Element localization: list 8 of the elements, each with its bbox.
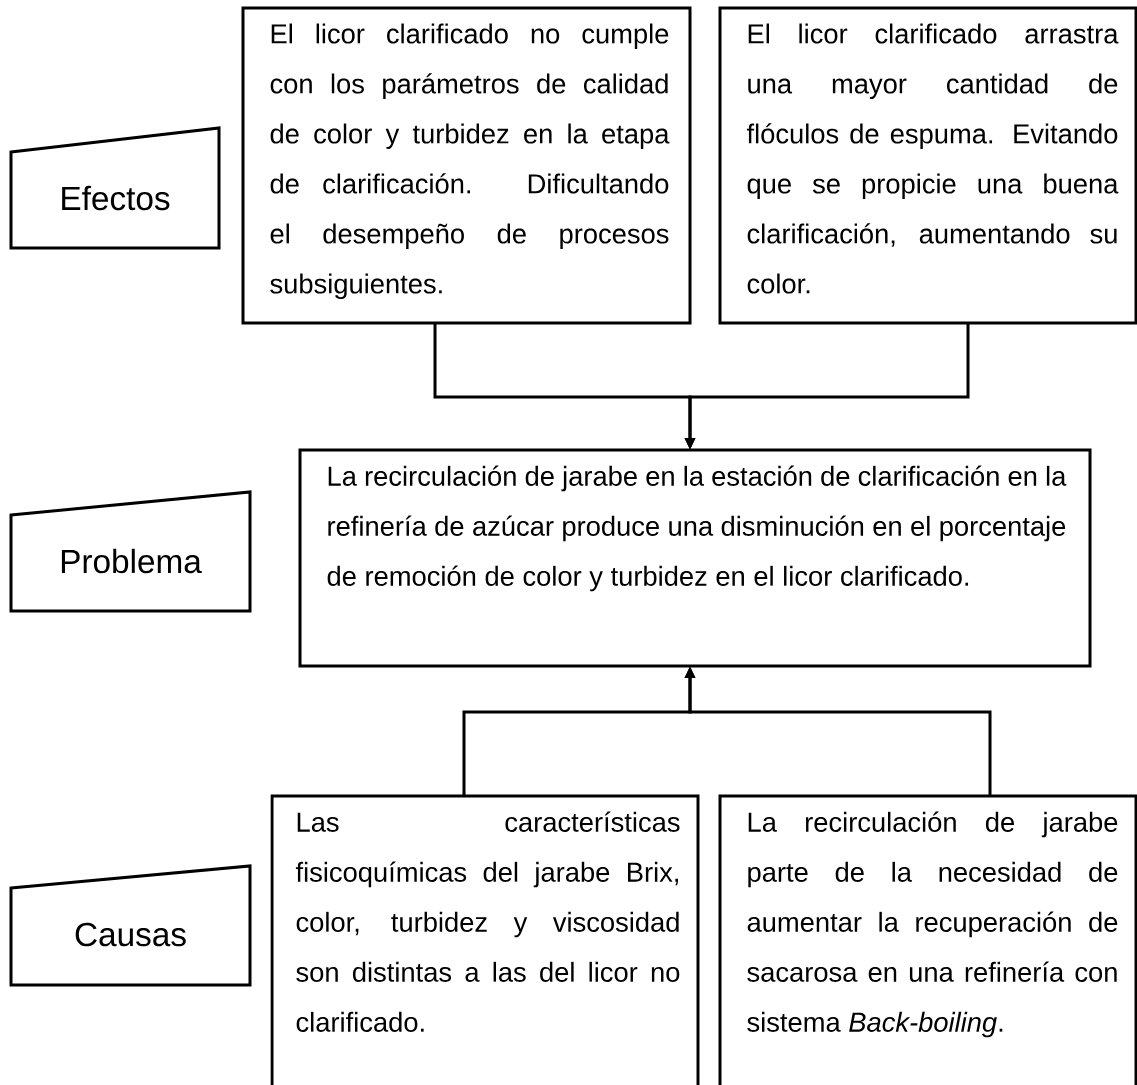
text-box: El licor clarificado arrastra una mayor cantidad de flóculos de espuma. Evitando que se propicie una buena clarificación, aumentando su color. (718, 6, 1137, 325)
level-label: Problema (9, 490, 252, 613)
text-box: La recirculación de jarabe en la estación de clarificación en la refinería de azúcar produce una disminución en el porcentaje de remoción de color y turbidez en el licor clarificado. (298, 448, 1092, 668)
text-box: Las características fisicoquímicas del jarabe Brix, color, turbidez y viscosidad son distintas a las del licor no clarificado. (270, 794, 700, 1085)
text-box: La recirculación de jarabe parte de la necesidad de aumentar la recuperación de sacarosa en una refinería con sistema Back-boiling. (718, 794, 1137, 1085)
level-label: Efectos (9, 126, 221, 250)
text-box: El licor clarificado no cumple con los parámetros de calidad de color y turbidez en la etapa de clarificación. Dificultando el desempeño de procesos subsiguientes. (241, 6, 692, 325)
level-label: Causas (9, 864, 252, 987)
